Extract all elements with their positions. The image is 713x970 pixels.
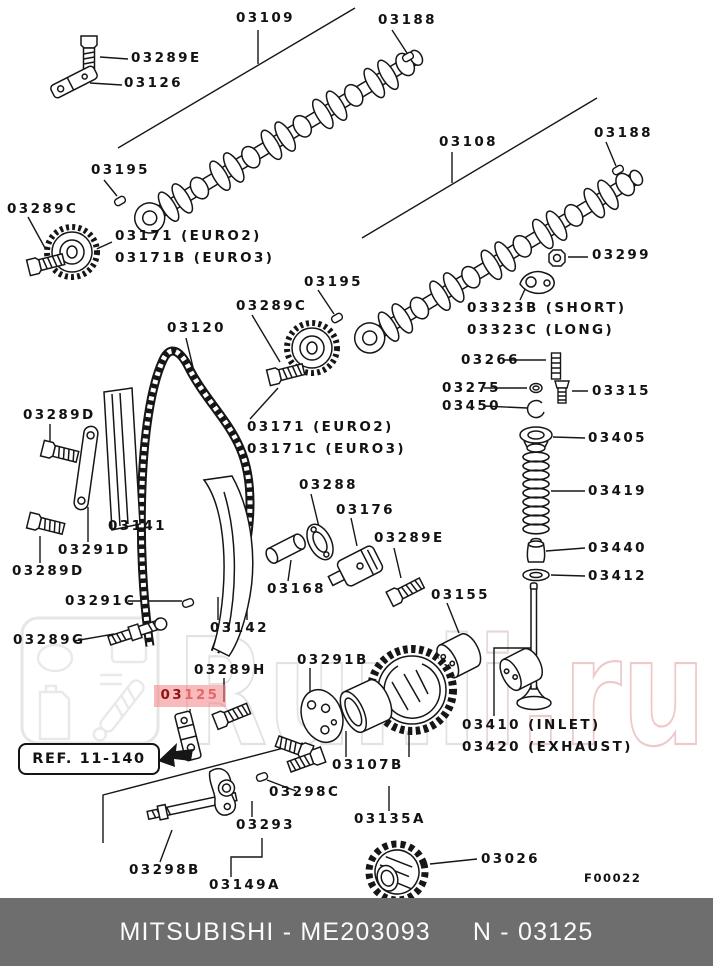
- part-label-03188: 03188: [378, 12, 437, 28]
- part-label-03135a: 03135A: [354, 811, 426, 827]
- part-label-03450: 03450: [442, 398, 501, 414]
- part-label-03419: 03419: [588, 483, 647, 499]
- lifter-03155-b-icon: [499, 647, 544, 692]
- highlighted-part-strong: 03: [160, 687, 185, 704]
- valve-03410-icon: [516, 582, 552, 711]
- plate-03291b-icon: [300, 688, 344, 744]
- bushing-03107b-icon: [339, 678, 393, 734]
- ref-box-label: REF. 11-140: [32, 751, 146, 767]
- spring-03419-icon: [522, 451, 550, 535]
- lever-03149a-icon: [208, 767, 237, 816]
- part-label-03289e: 03289E: [131, 50, 202, 66]
- part-label-03289g: 03289G: [13, 632, 86, 648]
- part-label-03291d: 03291D: [58, 542, 131, 558]
- part-label-03288: 03288: [299, 477, 358, 493]
- part-label-03291b: 03291B: [297, 652, 369, 668]
- tensioner-03176-icon: [327, 545, 384, 587]
- bolt-03289e-b-icon: [385, 575, 427, 608]
- footer-brand-part: MITSUBISHI - ME203093: [119, 917, 431, 946]
- retainer-03405-icon: [519, 426, 553, 453]
- parts-diagram-art: Runli.ru: [20, 7, 707, 898]
- part-label-03293: 03293: [236, 817, 295, 833]
- part-label-f00022: F00022: [584, 871, 642, 885]
- part-label-03298c: 03298C: [269, 784, 341, 800]
- part-label-03188: 03188: [594, 125, 653, 141]
- part-label-03126: 03126: [124, 75, 183, 91]
- ref-box: REF. 11-140: [18, 743, 160, 775]
- tensioner-arm-03142-icon: [202, 475, 254, 657]
- camshaft-exhaust-drawing: [127, 40, 431, 241]
- chain-guide-03141-icon: [103, 387, 141, 531]
- part-label-03289d: 03289D: [23, 407, 96, 423]
- footer-bar: MITSUBISHI - ME203093 N - 03125: [0, 898, 713, 966]
- part-label-03149a: 03149A: [209, 877, 281, 893]
- bolt-03289d-b-icon: [25, 511, 67, 538]
- part-label-03171b-euro3: 03171B (EURO3): [115, 250, 275, 266]
- part-label-03289h: 03289H: [194, 662, 267, 678]
- part-label-03412: 03412: [588, 568, 647, 584]
- washer-03412-icon: [522, 568, 550, 582]
- nut-03299-icon: [548, 249, 566, 267]
- part-label-03289d: 03289D: [12, 563, 85, 579]
- part-label-03026: 03026: [481, 851, 540, 867]
- plate-03126-icon: [50, 65, 98, 99]
- clip-03450-icon: [526, 399, 545, 419]
- gasket-03288-icon: [306, 523, 334, 561]
- part-label-03195: 03195: [304, 274, 363, 290]
- part-label-03291c: 03291C: [65, 593, 137, 609]
- part-label-03323c-long: 03323C (LONG): [467, 322, 615, 338]
- key-03195b-icon: [329, 311, 345, 325]
- rocker-03323-icon: [519, 270, 555, 295]
- highlighted-part-rest: 125: [184, 687, 220, 704]
- cylinder-03168-icon: [265, 533, 306, 564]
- part-label-03142: 03142: [210, 620, 269, 636]
- part-label-03410-inlet: 03410 (INLET): [462, 717, 601, 733]
- part-label-03440: 03440: [588, 540, 647, 556]
- part-label-03155: 03155: [431, 587, 490, 603]
- part-label-03109: 03109: [236, 10, 295, 26]
- part-label-03107b: 03107B: [332, 757, 404, 773]
- link-03291d-icon: [73, 425, 99, 511]
- part-label-03420-exhaust: 03420 (EXHAUST): [462, 739, 633, 755]
- seat-03275-icon: [529, 382, 543, 394]
- screw-03266-icon: [550, 352, 562, 380]
- part-label-03299: 03299: [592, 247, 651, 263]
- part-label-03108: 03108: [439, 134, 498, 150]
- part-label-03141: 03141: [108, 518, 167, 534]
- part-label-03289c: 03289C: [7, 201, 79, 217]
- part-label-03289e: 03289E: [374, 530, 445, 546]
- part-label-03266: 03266: [461, 352, 520, 368]
- part-label-03168: 03168: [267, 581, 326, 597]
- bolt-03315-icon: [554, 380, 570, 404]
- sprocket-03171-icon: [47, 227, 97, 277]
- bolt-03289d-icon: [39, 439, 81, 466]
- seal-03440-icon: [526, 537, 546, 563]
- part-label-03120: 03120: [167, 320, 226, 336]
- key-03195-icon: [112, 194, 128, 208]
- footer-page-number: N - 03125: [472, 917, 594, 946]
- part-label-03171-euro2: 03171 (EURO2): [115, 228, 262, 244]
- ref-arrow-icon: [158, 743, 193, 767]
- bracket-03125-icon: [174, 710, 202, 762]
- part-label-03195: 03195: [91, 162, 150, 178]
- part-label-03171-euro2: 03171 (EURO2): [247, 419, 394, 435]
- part-label-03289c: 03289C: [236, 298, 308, 314]
- part-label-03315: 03315: [592, 383, 651, 399]
- part-label-03405: 03405: [588, 430, 647, 446]
- part-label-03323b-short: 03323B (SHORT): [467, 300, 627, 316]
- part-label-03275: 03275: [442, 380, 501, 396]
- bolt-03289c-b-icon: [265, 360, 307, 387]
- part-label-03298b: 03298B: [129, 862, 201, 878]
- gear-03026-icon: [365, 840, 429, 898]
- part-label-03176: 03176: [336, 502, 395, 518]
- part-label-03171c-euro3: 03171C (EURO3): [247, 441, 406, 457]
- stud-03289g-icon: [107, 617, 168, 646]
